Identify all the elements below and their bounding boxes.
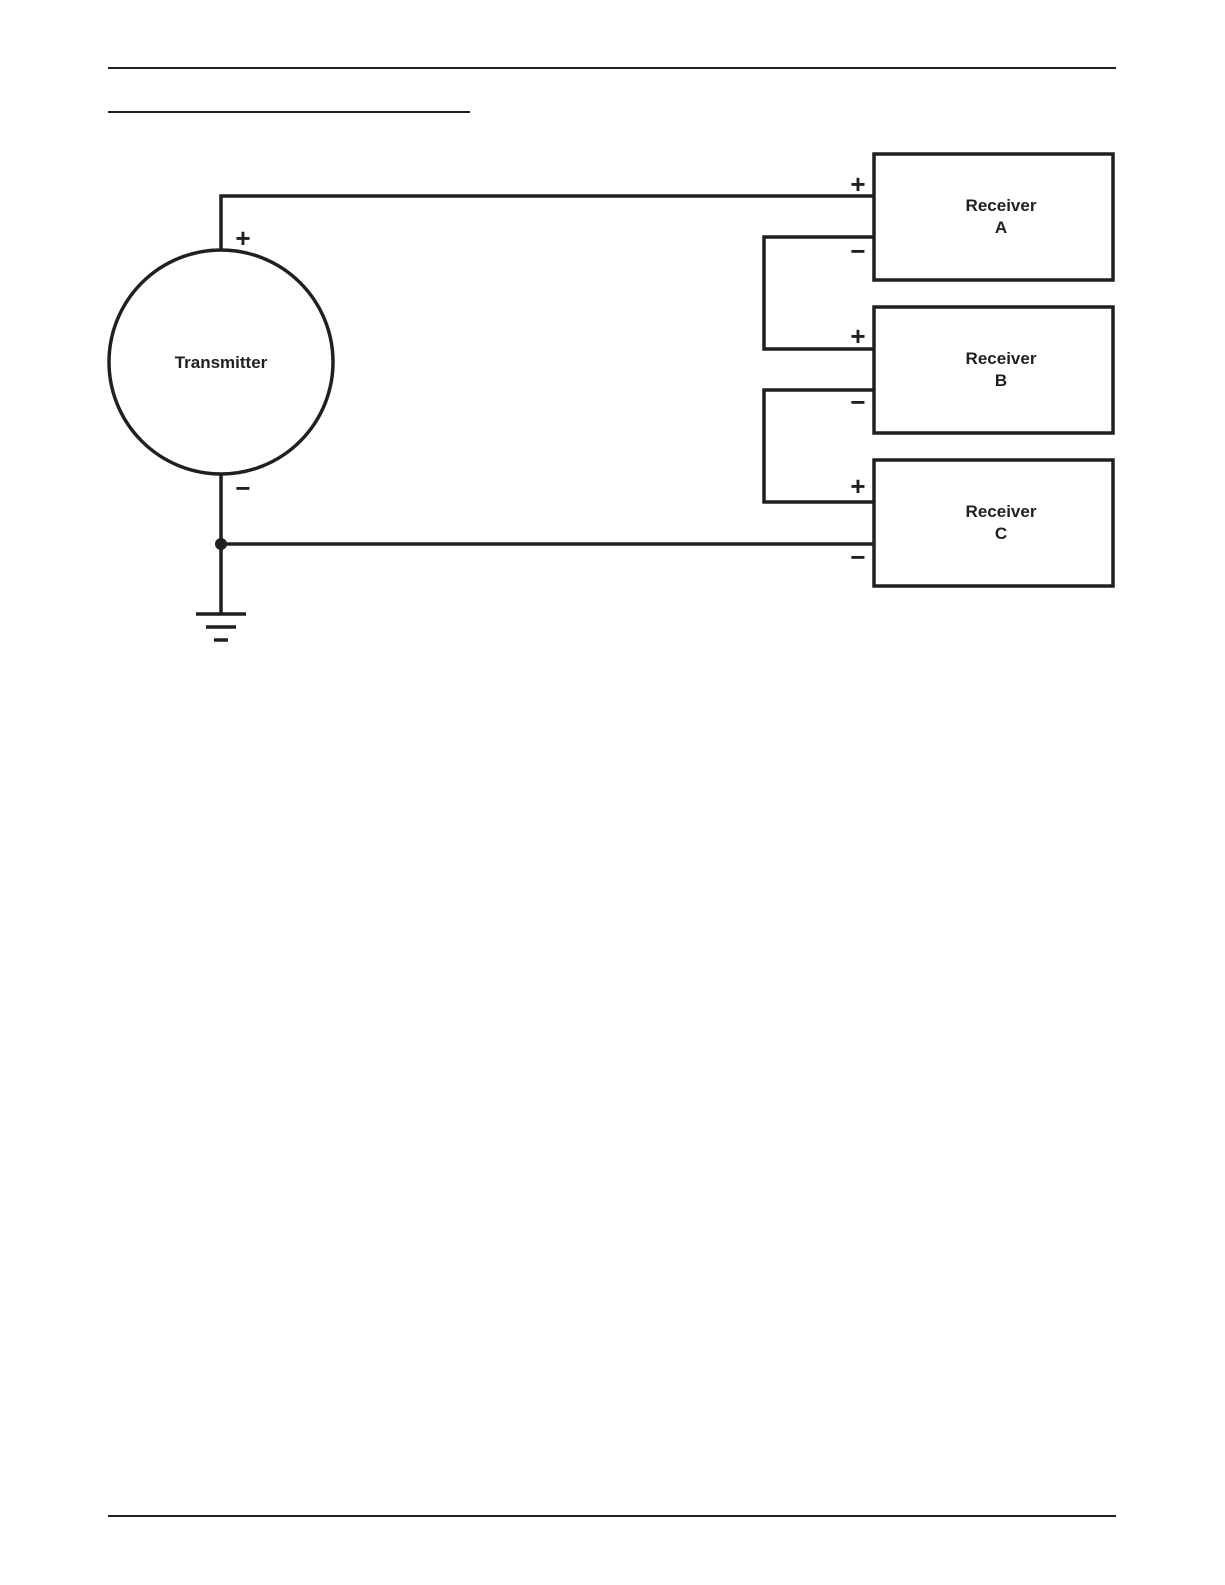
wire-transmitter-negative-to-receiver-c (221, 474, 874, 544)
receiver-b-label-line1: Receiver (966, 349, 1037, 368)
receiver-c-positive-sign: + (850, 471, 865, 501)
receiver-c-label-line2: C (995, 524, 1007, 543)
transmitter: Transmitter (109, 250, 333, 474)
wire-transmitter-positive-to-receiver-a (221, 196, 874, 250)
ground-icon (196, 614, 246, 640)
receiver-a-negative-sign: − (850, 236, 865, 266)
receiver-a-label-line1: Receiver (966, 196, 1037, 215)
receiver-c-label-line1: Receiver (966, 502, 1037, 521)
junction-dot (215, 538, 227, 550)
receiver-b-label-line2: B (995, 371, 1007, 390)
receiver-b-box (874, 307, 1113, 433)
transmitter-negative-sign: − (235, 473, 250, 503)
receiver-b-positive-sign: + (850, 321, 865, 351)
receiver-c-box (874, 460, 1113, 586)
transmitter-label: Transmitter (175, 353, 268, 372)
receiver-a: Receiver A (874, 154, 1113, 280)
receiver-b: Receiver B (874, 307, 1113, 433)
receiver-b-negative-sign: − (850, 387, 865, 417)
receiver-a-label-line2: A (995, 218, 1007, 237)
receiver-c: Receiver C (874, 460, 1113, 586)
receiver-c-negative-sign: − (850, 542, 865, 572)
receiver-a-positive-sign: + (850, 169, 865, 199)
receiver-a-box (874, 154, 1113, 280)
transmitter-positive-sign: + (235, 223, 250, 253)
